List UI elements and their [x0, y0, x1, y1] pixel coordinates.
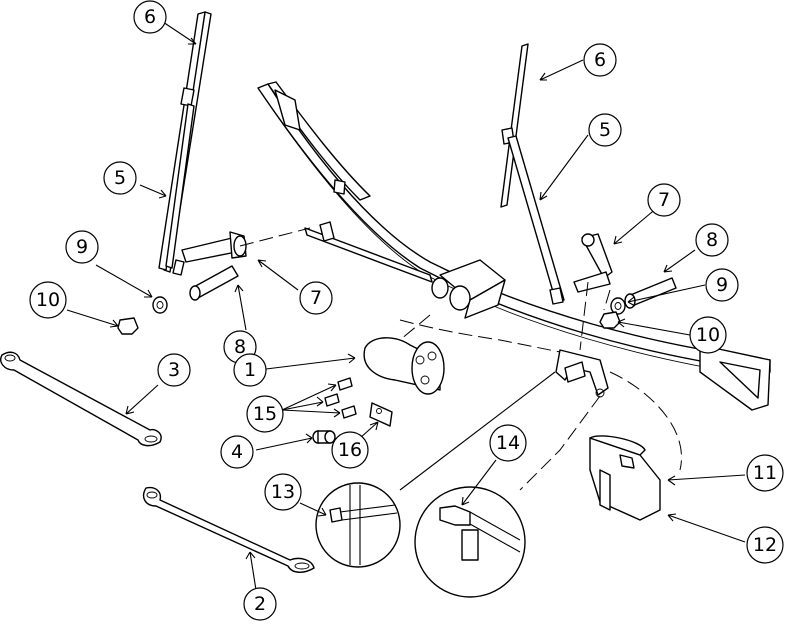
callout-15: 15	[247, 396, 283, 432]
callout-9-right-label: 9	[716, 274, 728, 296]
callout-16: 16	[332, 432, 368, 468]
callout-6-left: 6	[134, 1, 166, 33]
callout-6-right-label: 6	[594, 49, 606, 71]
callout-10-left: 10	[30, 282, 66, 318]
linkage-rod-upper	[1, 352, 161, 445]
right-pivot-shaft	[574, 234, 612, 292]
washer-reservoir	[590, 436, 660, 520]
right-wiper-arm	[508, 136, 564, 304]
bushing	[313, 431, 335, 443]
callout-10-right: 10	[690, 317, 726, 353]
callout-6-left-label: 6	[144, 6, 156, 28]
callout-3: 3	[158, 354, 190, 386]
callout-15-label: 15	[253, 403, 277, 425]
callout-11-label: 11	[753, 462, 777, 484]
callout-1: 1	[234, 354, 266, 386]
callout-9-left: 9	[66, 231, 98, 263]
callout-5-right-label: 5	[599, 119, 611, 141]
callout-13: 13	[265, 474, 301, 510]
callout-9-left-label: 9	[76, 236, 88, 258]
callout-4-label: 4	[231, 441, 243, 463]
callout-16-label: 16	[338, 439, 362, 461]
callout-10-left-label: 10	[36, 289, 60, 311]
callout-14-label: 14	[496, 432, 520, 454]
wiper-motor	[364, 338, 444, 394]
callout-9-right: 9	[706, 269, 738, 301]
clamp	[370, 403, 392, 426]
callout-11: 11	[747, 455, 783, 491]
callout-5-left: 5	[104, 162, 136, 194]
callout-10-right-label: 10	[696, 324, 720, 346]
left-washer	[153, 297, 167, 313]
callout-12: 12	[747, 527, 783, 563]
right-nut	[600, 312, 620, 328]
callout-4: 4	[221, 436, 253, 468]
left-nut	[118, 318, 138, 334]
callout-6-right: 6	[584, 44, 616, 76]
left-spacer	[190, 266, 238, 300]
right-washer	[611, 298, 625, 314]
callout-2-label: 2	[254, 593, 266, 615]
callout-5-left-label: 5	[114, 167, 126, 189]
callout-8-right: 8	[696, 224, 728, 256]
callout-8-right-label: 8	[706, 229, 718, 251]
callout-12-label: 12	[753, 534, 777, 556]
callout-7-left: 7	[300, 282, 332, 314]
detail-view-14	[415, 487, 525, 597]
callout-7-right: 7	[648, 184, 680, 216]
callout-5-right: 5	[589, 114, 621, 146]
callout-7-right-label: 7	[658, 189, 670, 211]
callout-7-left-label: 7	[310, 287, 322, 309]
callout-1-label: 1	[244, 359, 256, 381]
detail-view-13	[316, 483, 400, 567]
callout-13-label: 13	[271, 481, 295, 503]
callout-2: 2	[244, 588, 276, 620]
left-pivot-shaft	[182, 232, 246, 262]
callout-14: 14	[490, 425, 526, 461]
callout-3-label: 3	[168, 359, 180, 381]
